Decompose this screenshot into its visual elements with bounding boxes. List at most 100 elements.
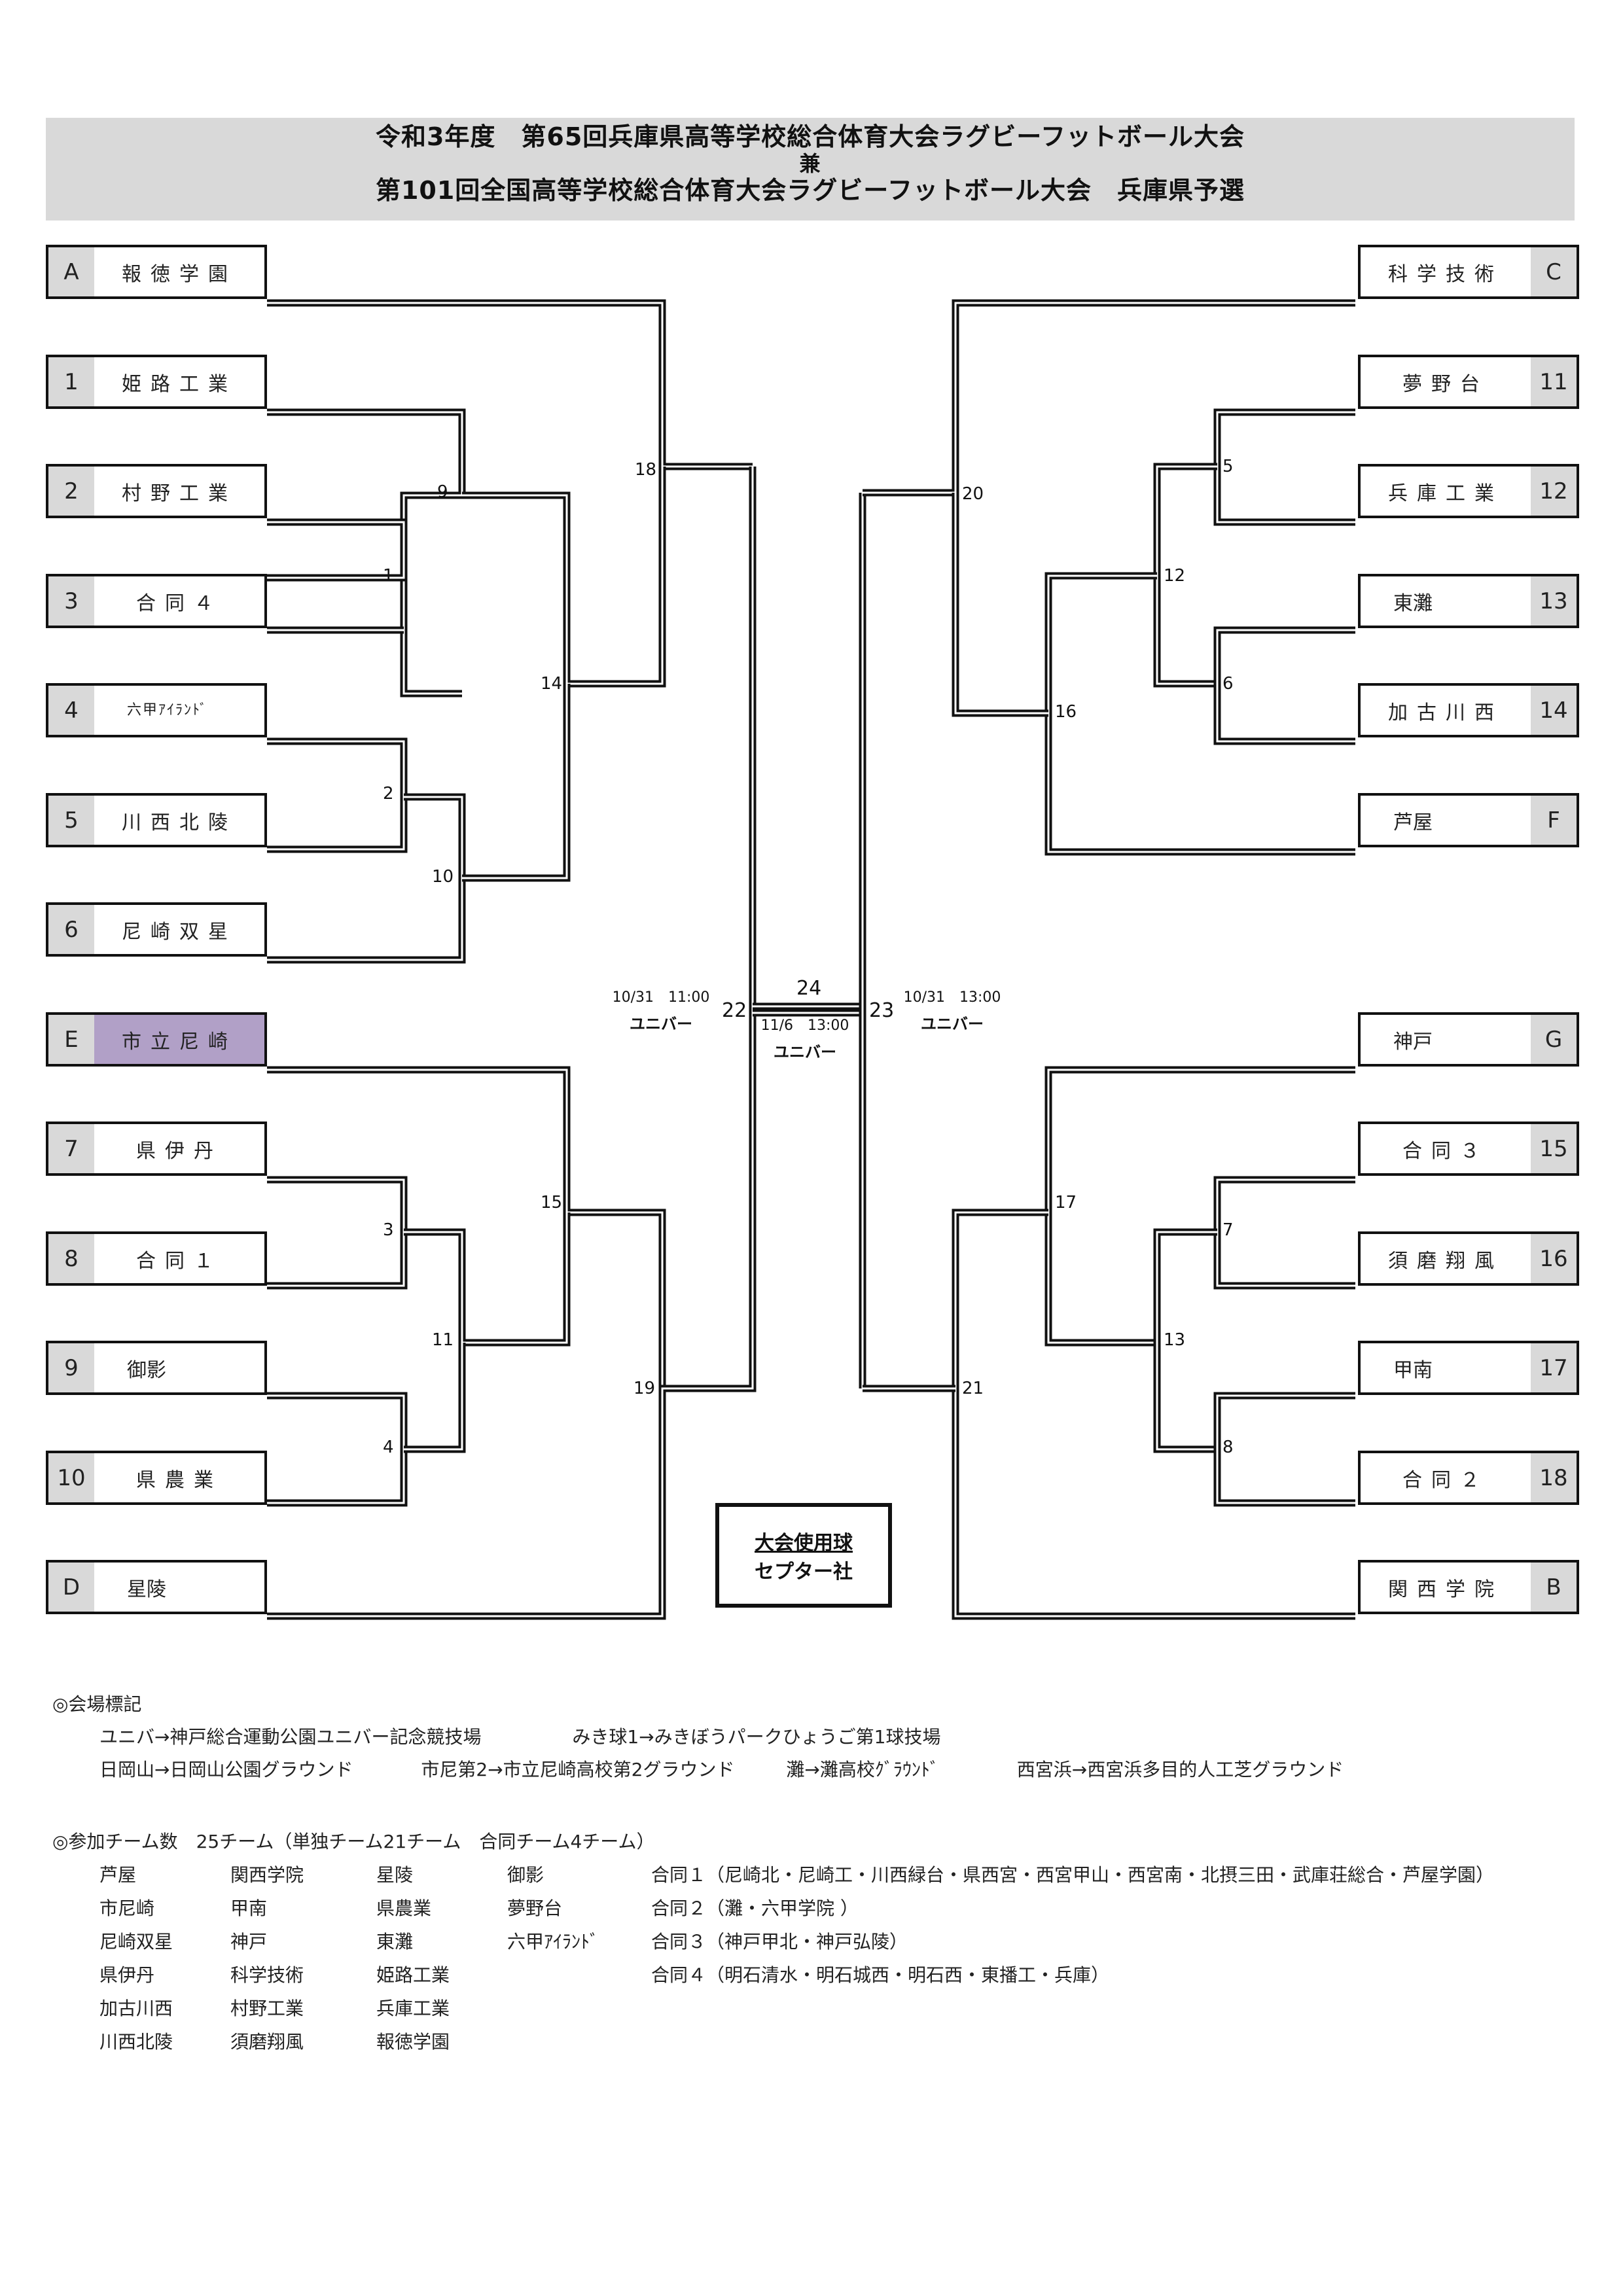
match-number: 5 bbox=[1222, 457, 1234, 476]
seed-label: 18 bbox=[1531, 1453, 1577, 1502]
semi-left-venue: ユニバー bbox=[630, 1015, 692, 1033]
title-line-3: 第101回全国高等学校総合体育大会ラグビーフットボール大会 兵庫県予選 bbox=[375, 176, 1245, 205]
team-name: 芦屋 bbox=[1393, 811, 1433, 834]
team-name: 合同４ bbox=[136, 592, 223, 615]
participant-team: 村野工業 bbox=[230, 1998, 304, 2019]
semi-left-datetime: 10/31 11:00 bbox=[612, 989, 710, 1006]
official-ball-label: 大会使用球 bbox=[755, 1532, 853, 1555]
seed-label: A bbox=[48, 247, 94, 296]
participant-team: 芦屋 bbox=[99, 1864, 137, 1886]
line-m1 bbox=[267, 518, 408, 582]
venue-note: ユニバ→神戸総合運動公園ユニバー記念競技場 bbox=[99, 1726, 482, 1748]
team-name: 加古川西 bbox=[1388, 701, 1503, 724]
venue-note: 市尼第2→市立尼崎高校第2グラウンド bbox=[421, 1759, 735, 1780]
participant-team: 尼崎双星 bbox=[99, 1931, 173, 1952]
team-name: 市立尼崎 bbox=[94, 1015, 264, 1064]
team-name: 科学技術 bbox=[1388, 262, 1503, 286]
line-m13 bbox=[1153, 1228, 1217, 1453]
venue-heading: ◎会場標記 bbox=[52, 1693, 142, 1715]
team-name: 関西学院 bbox=[1388, 1578, 1503, 1601]
team-box: B 関西学院 bbox=[1358, 1560, 1579, 1614]
seed-label: G bbox=[1531, 1015, 1577, 1064]
team-column: 関西学院甲南神戸科学技術村野工業須磨翔風 bbox=[230, 1858, 304, 2058]
final-venue: ユニバー bbox=[774, 1043, 836, 1061]
team-name: 御影 bbox=[127, 1358, 166, 1382]
line-m20 bbox=[863, 299, 1355, 497]
seed-label: 4 bbox=[48, 686, 94, 735]
team-column: 星陵県農業東灘姫路工業兵庫工業報徳学園 bbox=[376, 1858, 450, 2058]
team-column: 芦屋市尼崎尼崎双星県伊丹加古川西川西北陵 bbox=[99, 1858, 173, 2058]
match-number: 3 bbox=[383, 1220, 394, 1240]
team-box: 3 合同４ bbox=[46, 574, 267, 628]
line-m19 bbox=[267, 1011, 757, 1620]
team-name: 合同３ bbox=[1402, 1139, 1489, 1163]
teams-heading: ◎参加チーム数 25チーム（単独チーム21チーム 合同チーム4チーム） bbox=[52, 1831, 655, 1852]
team-box: 5 川西北陵 bbox=[46, 793, 267, 847]
team-name: 神戸 bbox=[1393, 1030, 1433, 1053]
seed-label: 5 bbox=[48, 796, 94, 845]
seed-label: 3 bbox=[48, 576, 94, 626]
team-name: 県農業 bbox=[136, 1468, 223, 1492]
bracket-lines bbox=[267, 299, 1355, 1620]
match-number: 20 bbox=[962, 484, 984, 504]
team-name: 村野工業 bbox=[122, 482, 237, 505]
participant-team: 姫路工業 bbox=[376, 1964, 450, 1986]
participant-team: 市尼崎 bbox=[99, 1898, 155, 1919]
team-name: 川西北陵 bbox=[122, 811, 237, 834]
final-schedule: 11/6 13:00 ユニバー bbox=[740, 1013, 870, 1065]
participant-team: 神戸 bbox=[230, 1931, 268, 1952]
title-band: 令和3年度 第65回兵庫県高等学校総合体育大会ラグビーフットボール大会 兼 第1… bbox=[46, 118, 1575, 221]
seed-label: 11 bbox=[1531, 357, 1577, 406]
venue-row-2: 日岡山→日岡山公園グラウンド 市尼第2→市立尼崎高校第2グラウンド 灘→灘高校ｸ… bbox=[52, 1754, 1558, 1786]
team-name: 尼崎双星 bbox=[122, 920, 237, 944]
official-ball-box: 大会使用球 セプター社 bbox=[715, 1503, 892, 1608]
team-name: 合同１ bbox=[136, 1249, 223, 1273]
venue-note: みき球1→みきぼうパークひょうご第1球技場 bbox=[572, 1726, 941, 1748]
seed-label: D bbox=[48, 1563, 94, 1612]
seed-label: 6 bbox=[48, 905, 94, 954]
joint-team: 合同３（神戸甲北・神戸弘陵） bbox=[651, 1931, 908, 1952]
title-line-2: 兼 bbox=[799, 151, 821, 176]
team-name: 報徳学園 bbox=[122, 262, 237, 286]
participant-team: 六甲ｱｲﾗﾝﾄﾞ bbox=[507, 1931, 599, 1952]
team-name: 甲南 bbox=[1393, 1358, 1433, 1382]
semi-right-schedule: 10/31 13:00 ユニバー bbox=[887, 985, 1018, 1037]
participant-team: 加古川西 bbox=[99, 1998, 173, 2019]
semi-left-schedule: 10/31 11:00 ユニバー bbox=[596, 985, 726, 1037]
seed-label: 10 bbox=[48, 1453, 94, 1502]
match-number: 10 bbox=[432, 867, 454, 887]
team-name: 姫路工業 bbox=[122, 372, 237, 396]
team-name: 合同２ bbox=[1402, 1468, 1489, 1492]
seed-label: C bbox=[1531, 247, 1577, 296]
official-ball-maker: セプター社 bbox=[755, 1561, 853, 1583]
participant-team: 兵庫工業 bbox=[376, 1998, 450, 2019]
seed-label: 13 bbox=[1531, 576, 1577, 626]
match-number: 8 bbox=[1222, 1438, 1234, 1457]
match-number: 23 bbox=[869, 999, 895, 1022]
participant-team: 御影 bbox=[507, 1864, 544, 1886]
participant-team: 星陵 bbox=[376, 1864, 414, 1886]
venue-note: 西宮浜→西宮浜多目的人工芝グラウンド bbox=[1016, 1759, 1344, 1780]
match-number: 19 bbox=[633, 1379, 656, 1398]
match-number: 22 bbox=[722, 999, 747, 1022]
seed-label: B bbox=[1531, 1563, 1577, 1612]
match-number: 11 bbox=[432, 1330, 454, 1350]
seed-label: 14 bbox=[1531, 686, 1577, 735]
line-m5 bbox=[1213, 408, 1355, 526]
line-m16-20 bbox=[952, 493, 1048, 717]
participant-teams: 芦屋市尼崎尼崎双星県伊丹加古川西川西北陵関西学院甲南神戸科学技術村野工業須磨翔風… bbox=[52, 1858, 1558, 2061]
participant-team: 科学技術 bbox=[230, 1964, 304, 1986]
match-number: 4 bbox=[383, 1438, 394, 1457]
line-m14 bbox=[462, 684, 571, 882]
team-name: 六甲ｱｲﾗﾝﾄﾞ bbox=[127, 701, 209, 718]
match-number: 14 bbox=[541, 674, 563, 694]
final-datetime: 11/6 13:00 bbox=[760, 1017, 849, 1034]
match-number: 21 bbox=[962, 1379, 984, 1398]
